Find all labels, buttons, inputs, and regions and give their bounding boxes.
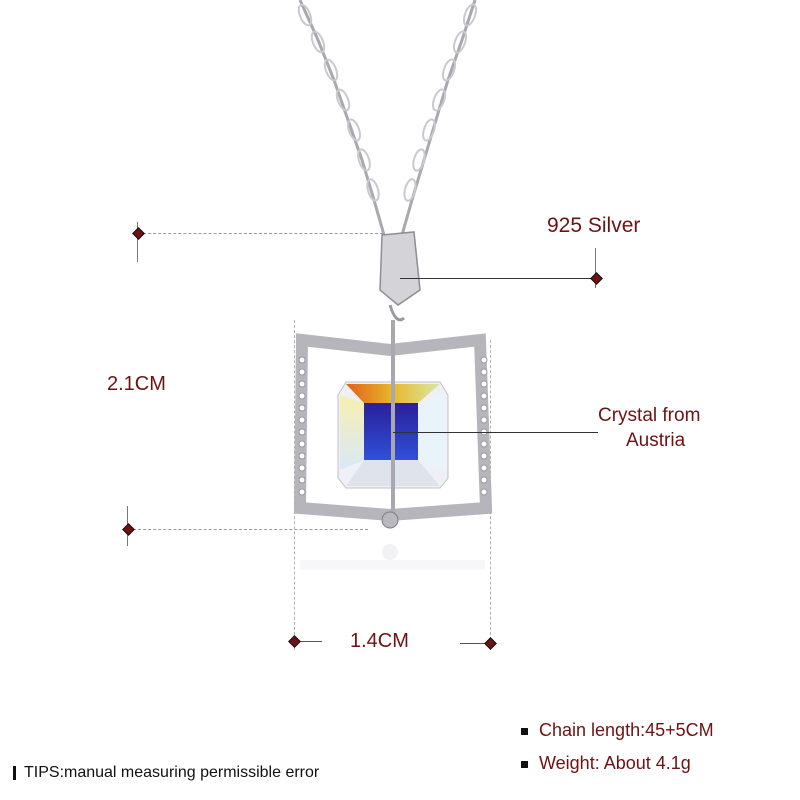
tips-text: TIPS:manual measuring permissible error xyxy=(24,764,320,781)
tips-marker-icon xyxy=(13,766,16,780)
width-arrow-left xyxy=(292,641,322,642)
top-measure-line xyxy=(138,233,383,234)
crystal-label-line2: Austria xyxy=(626,430,686,451)
spec-chain-length: Chain length:45+5CM xyxy=(539,720,714,740)
width-label: 1.4CM xyxy=(350,630,409,652)
spec-bullet-icon xyxy=(521,728,528,735)
width-arrow-right xyxy=(460,643,490,644)
spec-bullet-icon xyxy=(521,761,528,768)
material-leader-line xyxy=(400,278,600,279)
height-label: 2.1CM xyxy=(107,373,166,395)
material-label: 925 Silver xyxy=(547,214,641,237)
spec-weight: Weight: About 4.1g xyxy=(539,753,691,773)
crystal-leader-line xyxy=(393,432,598,433)
crystal-label-line1: Crystal from xyxy=(598,405,701,426)
bottom-measure-line xyxy=(128,529,368,530)
top-measure-arrow xyxy=(137,222,138,262)
right-width-guide xyxy=(490,340,491,650)
left-width-guide xyxy=(294,320,295,650)
material-arrow xyxy=(595,248,596,288)
